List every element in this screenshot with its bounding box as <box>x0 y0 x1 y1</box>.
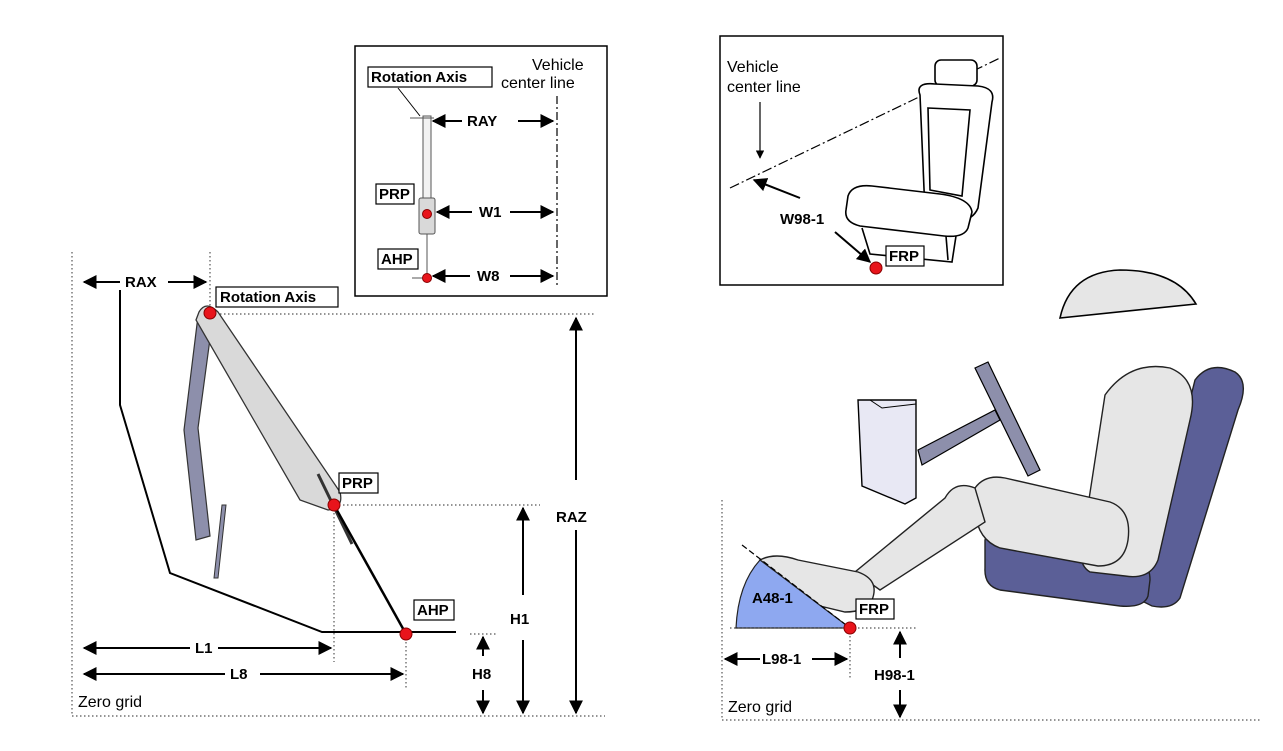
dashboard-edge <box>869 399 917 409</box>
rotation-axis-point <box>203 306 217 320</box>
inset-prp-point <box>422 209 432 219</box>
left-zero-grid-label: Zero grid <box>78 694 142 711</box>
seat-headrest <box>934 59 978 87</box>
left-diagram: Zero grid Rotation Axis PRP AHP RAX <box>71 45 608 717</box>
w98-arrow-down <box>834 231 872 263</box>
rotation-axis-tag <box>215 286 339 308</box>
pedal-to-heel-line <box>332 504 408 635</box>
inset-vehicle-center-line-1: Vehicle <box>532 57 584 74</box>
h1-label: H1 <box>510 611 529 628</box>
frp-tag <box>855 598 895 620</box>
a48-label: A48-1 <box>752 590 793 607</box>
floor-panel <box>183 315 213 541</box>
right-inset-frp-label: FRP <box>889 248 919 265</box>
right-inset: Vehicle center line W98-1 FRP <box>719 35 1004 286</box>
ahp-tag <box>413 599 455 621</box>
seat-cushion <box>844 184 973 238</box>
left-inset: Vehicle center line Rotation Axis PRP AH… <box>354 45 608 297</box>
l8-label: L8 <box>230 666 248 683</box>
inset-ahp-label: AHP <box>381 251 413 268</box>
ahp-label: AHP <box>417 602 449 619</box>
rax-label: RAX <box>125 274 157 291</box>
prp-point <box>327 498 341 512</box>
h98-label: H98-1 <box>874 667 915 684</box>
raz-label: RAZ <box>556 509 587 526</box>
floor-panel-edge <box>213 504 227 579</box>
h8-label: H8 <box>472 666 491 683</box>
inset-ahp-point <box>422 273 432 283</box>
rotation-axis-label: Rotation Axis <box>220 289 316 306</box>
inset-prp-tag <box>375 183 415 205</box>
inset-ahp-tag <box>377 248 419 270</box>
head-dome <box>1058 269 1198 319</box>
right-inset-vehicle-center-line-2: center line <box>727 79 801 96</box>
w98-arrow-up <box>752 178 801 199</box>
right-inset-vehicle-center-line-1: Vehicle <box>727 59 779 76</box>
a48-angle-wedge <box>735 559 852 629</box>
seat-base-line <box>945 235 949 261</box>
steering-column <box>917 409 1001 466</box>
dashboard <box>857 399 917 505</box>
w98-label: W98-1 <box>780 211 824 228</box>
seat-backrest-panel <box>927 107 971 197</box>
right-inset-frp-tag <box>885 245 925 267</box>
l98-label: L98-1 <box>762 651 801 668</box>
pedal-plane-line <box>741 544 851 629</box>
driver-shin <box>853 484 986 591</box>
steering-wheel <box>974 361 1041 477</box>
inset-vehicle-center-line-2: center line <box>501 75 575 92</box>
inset-pedal-arm <box>422 115 432 203</box>
prp-label: PRP <box>342 475 373 492</box>
inset-ray-label: RAY <box>467 113 497 130</box>
frp-point <box>843 621 857 635</box>
driver-thigh <box>974 476 1130 567</box>
l1-label: L1 <box>195 640 213 657</box>
floor-outline <box>119 290 456 633</box>
inset-rotation-axis-tag <box>367 66 493 88</box>
inset-w1-label: W1 <box>479 204 502 221</box>
seat-back <box>1139 366 1244 608</box>
seat-sketch <box>844 59 994 263</box>
right-zero-grid-label: Zero grid <box>728 699 792 716</box>
ahp-point <box>399 627 413 641</box>
inset-rotation-axis-label: Rotation Axis <box>371 69 467 86</box>
right-diagram: Vehicle center line W98-1 FRP Zero gr <box>719 35 1262 721</box>
inset-prp-label: PRP <box>379 186 410 203</box>
right-inset-center-line <box>729 57 1001 189</box>
right-inset-frp-point <box>869 261 883 275</box>
inset-rotation-axis-leader <box>397 87 421 117</box>
prp-tag <box>338 472 379 494</box>
frp-label: FRP <box>859 601 889 618</box>
inset-w8-label: W8 <box>477 268 500 285</box>
